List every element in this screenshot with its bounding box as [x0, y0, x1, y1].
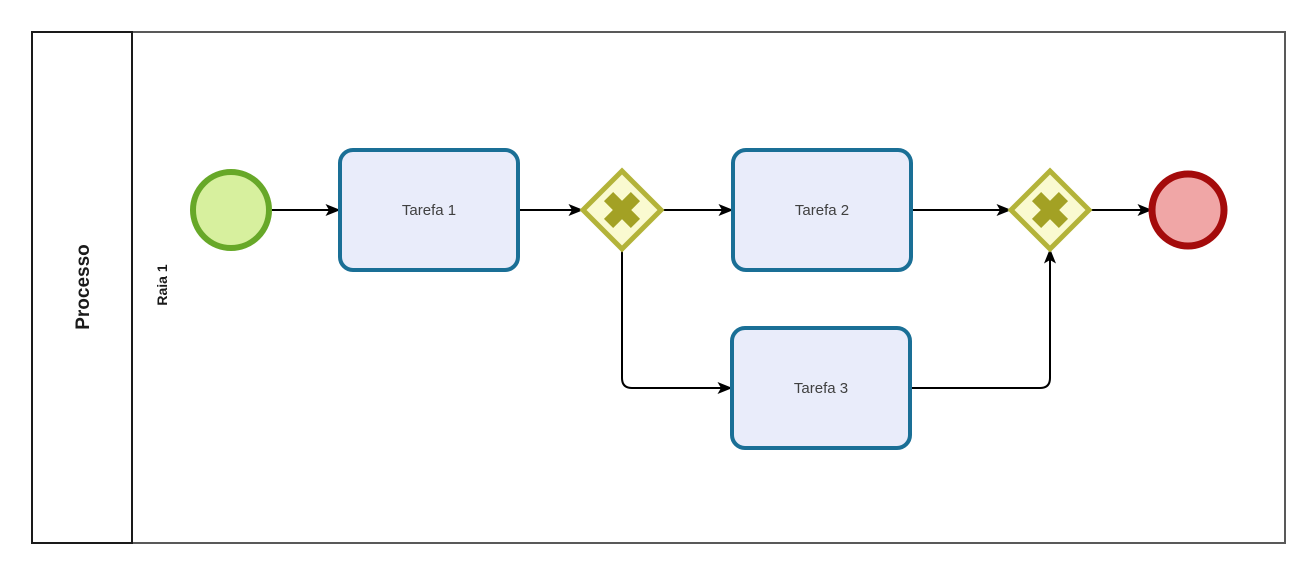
- end-event[interactable]: [1148, 170, 1228, 250]
- exclusive-gateway-1[interactable]: [579, 167, 665, 253]
- lane-body: [131, 31, 1286, 544]
- task-tarefa-1[interactable]: Tarefa 1: [338, 148, 520, 272]
- sequence-flows: [272, 204, 1153, 394]
- pool-header: [31, 31, 133, 544]
- flow-gateway1-to-task3: [621, 249, 733, 394]
- xor-x-icon: [603, 191, 641, 229]
- task-tarefa-2[interactable]: Tarefa 2: [731, 148, 913, 272]
- task-shape: [730, 326, 912, 450]
- task-shape: [731, 148, 913, 272]
- task-label: Tarefa 1: [402, 202, 456, 219]
- xor-x-icon: [1031, 191, 1069, 229]
- start-event[interactable]: [190, 169, 272, 251]
- task-shape: [338, 148, 520, 272]
- flow-task3-to-gateway2: [910, 248, 1056, 389]
- task-tarefa-3[interactable]: Tarefa 3: [730, 326, 912, 450]
- pool: Processo Raia 1: [31, 31, 1286, 544]
- lane-label: Raia 1: [154, 264, 170, 305]
- task-label: Tarefa 3: [794, 380, 848, 397]
- task-label: Tarefa 2: [795, 202, 849, 219]
- pool-label: Processo: [73, 244, 94, 330]
- exclusive-gateway-2[interactable]: [1007, 167, 1093, 253]
